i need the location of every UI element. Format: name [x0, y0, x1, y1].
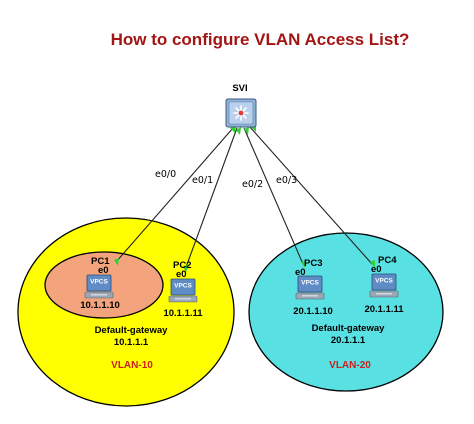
- vlan-10-gateway-label: Default-gateway: [95, 325, 169, 336]
- link-e0-2: [243, 127, 304, 265]
- vlan-10-name: VLAN-10: [111, 360, 153, 371]
- pc4-node[interactable]: PC4 e0 VPCS 20.1.1.11: [364, 255, 404, 315]
- port-up-icon: [301, 261, 306, 268]
- port-up-icon: [183, 265, 189, 272]
- pc1-badge: VPCS: [90, 279, 108, 286]
- port-up-icon: [236, 127, 241, 135]
- link-label-e0-2: e0/2: [242, 179, 263, 190]
- diagram-title: How to configure VLAN Access List?: [111, 30, 410, 49]
- pc2-badge: VPCS: [174, 283, 192, 290]
- vlan-20-name: VLAN-20: [329, 360, 371, 371]
- pc2-port: e0: [176, 269, 187, 280]
- link-label-e0-0: e0/0: [155, 169, 176, 180]
- pc1-name: PC1: [91, 256, 110, 267]
- switch-label: SVI: [232, 83, 247, 94]
- pc3-name: PC3: [304, 258, 322, 269]
- link-label-e0-1: e0/1: [192, 175, 213, 186]
- computer-icon: VPCS: [168, 278, 198, 303]
- pc3-port: e0: [295, 267, 306, 278]
- vlan-20-gateway-ip: 20.1.1.1: [331, 335, 366, 346]
- vlan-20-zone: [248, 232, 444, 392]
- computer-icon: VPCS: [295, 275, 325, 300]
- pc4-ip: 20.1.1.11: [364, 304, 404, 315]
- layer3-switch-icon[interactable]: [225, 98, 257, 128]
- port-up-icon: [114, 258, 119, 266]
- link-e0-1: [184, 127, 238, 271]
- pc1-port: e0: [98, 265, 109, 276]
- vlan-10-gateway-ip: 10.1.1.1: [114, 337, 149, 348]
- computer-icon: VPCS: [369, 273, 399, 298]
- pc4-name: PC4: [378, 255, 397, 266]
- pc4-port: e0: [371, 264, 382, 275]
- link-e0-3: [248, 125, 373, 265]
- pc1-node[interactable]: PC1 e0 VPCS 10.1.1.10: [80, 256, 120, 311]
- vlan-20-gateway-label: Default-gateway: [312, 323, 386, 334]
- pc2-node[interactable]: PC2 e0 VPCS 10.1.1.11: [163, 260, 203, 319]
- pc3-node[interactable]: PC3 e0 VPCS 20.1.1.10: [293, 258, 333, 317]
- pc4-badge: VPCS: [375, 278, 393, 285]
- pc3-ip: 20.1.1.10: [293, 306, 333, 317]
- links: [115, 125, 373, 271]
- pc2-ip: 10.1.1.11: [163, 308, 203, 319]
- computer-icon: VPCS: [84, 274, 114, 299]
- link-e0-0: [115, 127, 234, 263]
- port-up-icon: [244, 127, 249, 135]
- pc1-ip: 10.1.1.10: [80, 300, 120, 311]
- link-label-e0-3: e0/3: [276, 175, 297, 186]
- pc2-name: PC2: [173, 260, 191, 271]
- port-up-icon: [370, 260, 375, 268]
- pc3-badge: VPCS: [301, 280, 319, 287]
